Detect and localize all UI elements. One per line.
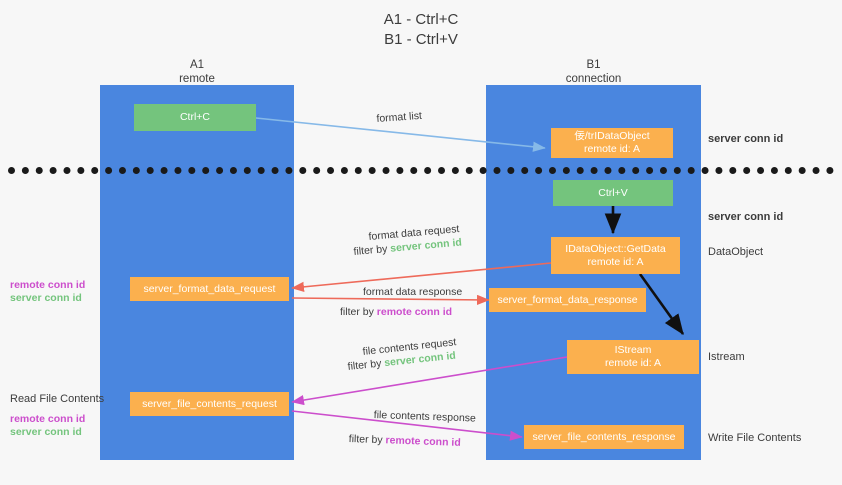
title-line-1: A1 - Ctrl+C [383, 11, 459, 28]
box-server-file-contents-response[interactable]: server_file_contents_response [524, 425, 684, 449]
edge-label-file-contents-response: file contents response [373, 408, 477, 425]
page-title: A1 - Ctrl+C B1 - Ctrl+V [0, 10, 842, 50]
side-label-data-object: DataObject [708, 246, 764, 258]
box-server-file-contents-response-label: server_file_contents_response [532, 430, 676, 443]
filter-by-text-1: filter by [353, 242, 391, 258]
box-ctrl-v[interactable]: Ctrl+V [553, 180, 673, 206]
left-server-conn-id-1: server conn id [10, 292, 82, 304]
box-istream[interactable]: IStream remote id: A [567, 340, 699, 374]
box-server-format-data-response-label: server_format_data_response [497, 293, 638, 306]
conn-id-remote-2: remote conn id [385, 434, 461, 449]
box-getdata-line2: remote id: A [587, 255, 644, 268]
title-line-2: B1 - Ctrl+V [384, 31, 458, 48]
edge-label-format-data-response: format data response [363, 286, 463, 298]
box-ctrl-c-label: Ctrl+C [179, 111, 211, 123]
box-server-format-data-request[interactable]: server_format_data_request [130, 277, 289, 301]
left-conn-ids-file: remote conn id server conn id [10, 413, 85, 439]
box-server-file-contents-request-label: server_file_contents_request [142, 397, 277, 410]
filter-by-text-3: filter by [347, 357, 385, 373]
filter-by-text-4: filter by [348, 432, 386, 447]
left-conn-ids-format: remote conn id server conn id [10, 279, 85, 305]
lane-header-b1-role: connection [565, 73, 622, 85]
side-label-server-conn-id-top: server conn id [708, 133, 784, 145]
box-getdata-line1: IDataObject::GetData [565, 242, 666, 255]
box-idataobject[interactable]: 佞/trIDataObject remote id: A [551, 128, 673, 158]
box-server-file-contents-request[interactable]: server_file_contents_request [130, 392, 289, 416]
lane-header-b1: B1 connection [486, 58, 701, 86]
left-remote-conn-id-1: remote conn id [10, 279, 86, 291]
box-ctrl-c[interactable]: Ctrl+C [134, 104, 256, 131]
edge-label-file-contents-response-filter: filter by remote conn id [349, 432, 461, 450]
box-server-format-data-request-label: server_format_data_request [143, 282, 276, 295]
side-label-istream: Istream [708, 351, 745, 363]
box-getdata[interactable]: IDataObject::GetData remote id: A [551, 237, 680, 274]
phase-divider [8, 167, 834, 174]
box-idataobject-line2: remote id: A [583, 143, 641, 155]
side-label-server-conn-id-mid: server conn id [708, 211, 784, 223]
lane-header-a1: A1 remote [100, 58, 294, 86]
box-server-format-data-response[interactable]: server_format_data_response [489, 288, 646, 312]
lane-header-a1-name: A1 [189, 59, 205, 71]
lane-header-b1-name: B1 [586, 59, 601, 71]
left-server-conn-id-2: server conn id [10, 426, 82, 438]
edge-label-format-data-response-filter: filter by remote conn id [340, 305, 452, 319]
box-ctrl-v-label: Ctrl+V [598, 186, 628, 199]
side-label-write-file-contents: Write File Contents [708, 432, 802, 444]
filter-by-text-2: filter by [340, 306, 377, 318]
left-remote-conn-id-2: remote conn id [10, 413, 86, 425]
side-label-read-file-contents: Read File Contents [10, 393, 105, 405]
box-idataobject-line1: 佞/trIDataObject [574, 130, 650, 142]
edge-label-format-list: format list [376, 109, 423, 125]
lane-header-a1-role: remote [179, 73, 215, 85]
conn-id-remote-1: remote conn id [376, 306, 453, 318]
box-istream-line1: IStream [614, 344, 652, 356]
box-istream-line2: remote id: A [604, 357, 662, 369]
